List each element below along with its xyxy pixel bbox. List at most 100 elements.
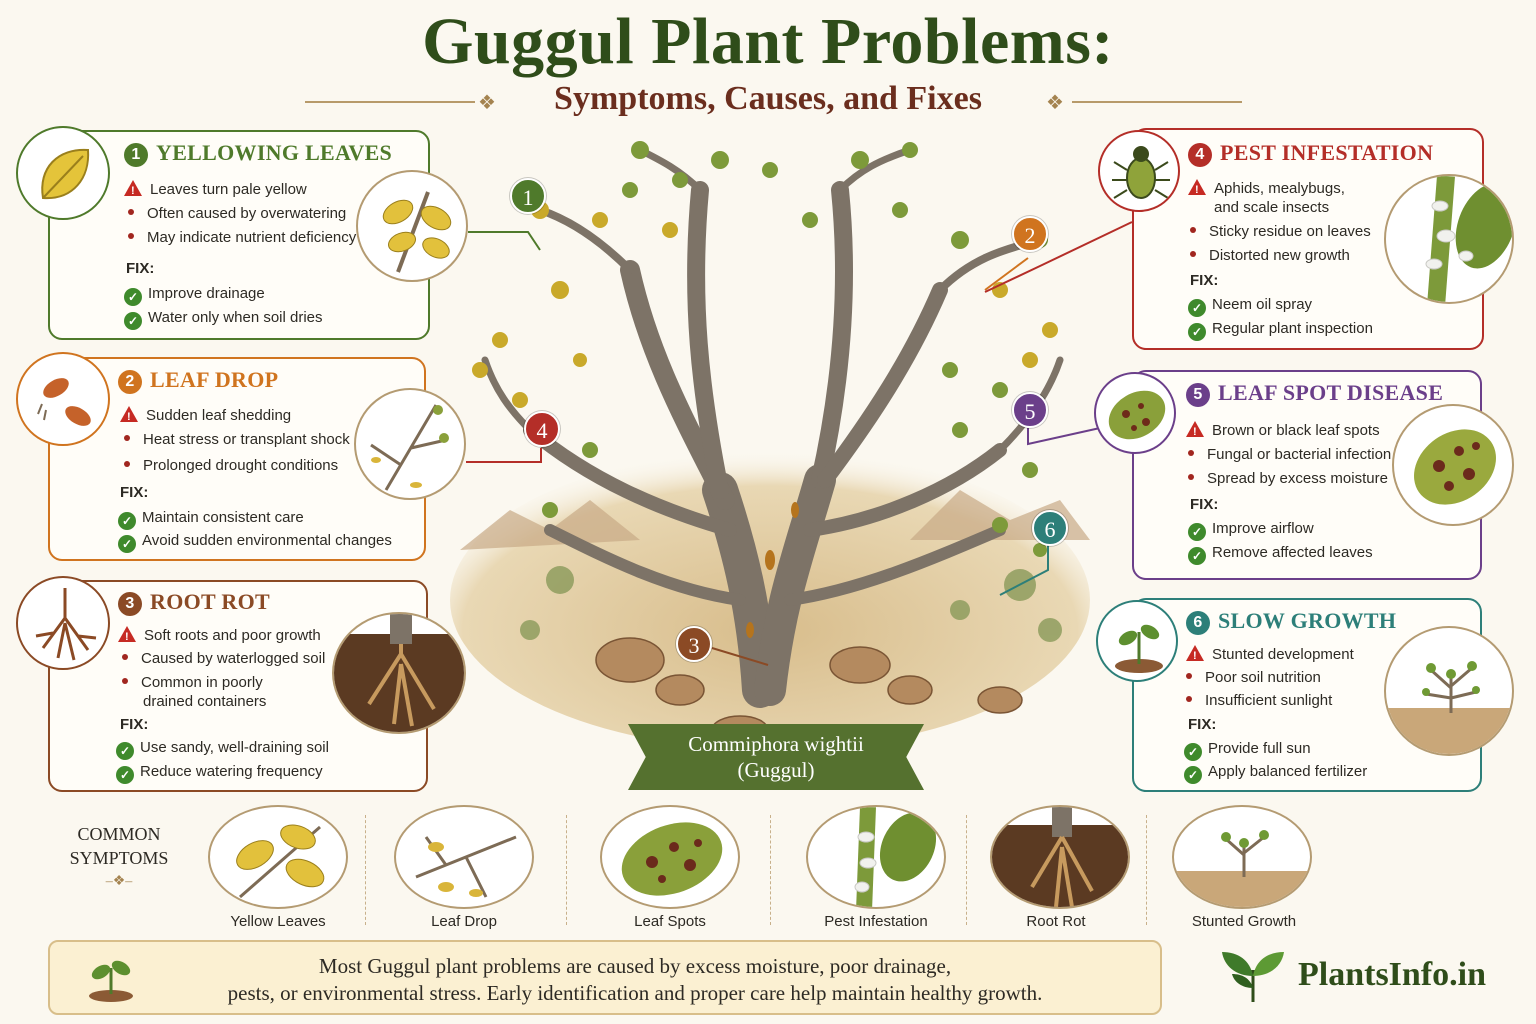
card-6-cause-2-text: Insufficient sunlight (1205, 692, 1333, 709)
divider (365, 815, 366, 925)
title-divider-left (305, 101, 475, 103)
card-4-fix-2-text: Regular plant inspection (1212, 320, 1373, 337)
card-6-symptom-text: Stunted development (1212, 646, 1354, 663)
card-3-cause-1: Caused by waterlogged soil (118, 649, 325, 668)
check-icon: ✓ (1184, 766, 1202, 784)
card-3-fix-1-text: Use sandy, well-draining soil (140, 739, 329, 756)
card-2-cause-2: Prolonged drought conditions (120, 456, 338, 475)
card-3-fix-2-text: Reduce watering frequency (140, 763, 323, 780)
yellow-leaf-icon (16, 126, 110, 220)
brand-logo-icon (1222, 952, 1284, 1002)
card-3-cause-2: Common in poorly (118, 673, 263, 692)
warning-icon (118, 626, 136, 647)
divider (566, 815, 567, 925)
card-5-number: 5 (1186, 382, 1210, 407)
plant-scientific-name: Commiphora wightii (688, 732, 864, 756)
card-3-number: 3 (118, 591, 142, 616)
symptom-label-pest-infestation: Pest Infestation (824, 913, 928, 930)
card-1-cause-1-text: Often caused by overwatering (147, 205, 347, 222)
check-icon: ✓ (1188, 299, 1206, 317)
card-4-fix-1: ✓Neem oil spray (1188, 295, 1312, 317)
symptom-pest-infestation-photo (806, 805, 946, 909)
card-3-cause-2-cont: drained containers (143, 693, 267, 710)
warning-icon (124, 180, 142, 201)
marker-1[interactable]: 1 (510, 178, 546, 214)
card-5-symptom-text: Brown or black leaf spots (1212, 422, 1380, 439)
symptom-label-root-rot: Root Rot (1026, 913, 1086, 930)
card-1-symptom: Leaves turn pale yellow (124, 180, 307, 201)
card-2-symptom: Sudden leaf shedding (120, 406, 292, 427)
falling-leaves-icon (16, 352, 110, 446)
card-5-cause-1: Fungal or bacterial infection (1184, 445, 1391, 464)
symptom-label-leaf-drop: Leaf Drop (431, 913, 497, 930)
stunted-plant-photo (1384, 626, 1514, 756)
footer-line-2: pests, or environmental stress. Early id… (227, 981, 1043, 1005)
card-2-fix-label: FIX: (120, 484, 149, 501)
warning-icon (1186, 645, 1204, 666)
marker-6[interactable]: 6 (1032, 510, 1068, 546)
symptom-root-rot-photo (990, 805, 1130, 909)
card-4-symptom-text: Aphids, mealybugs, (1214, 180, 1345, 197)
plant-name-banner: Commiphora wightii (Guggul) (628, 724, 924, 790)
card-4-fix-label: FIX: (1190, 272, 1219, 289)
common-symptoms-heading: COMMON SYMPTOMS –❖– (48, 822, 190, 894)
symptom-label-stunted-growth: Stunted Growth (1191, 913, 1297, 930)
card-4-cause-2-text: Distorted new growth (1209, 247, 1350, 264)
card-2-cause-1: Heat stress or transplant shock (120, 430, 350, 449)
marker-4[interactable]: 4 (524, 411, 560, 447)
card-5-cause-2: Spread by excess moisture (1184, 469, 1388, 488)
card-2-title-text: LEAF DROP (150, 367, 279, 392)
card-1-fix-1: ✓Improve drainage (124, 284, 265, 306)
card-leaf-drop (48, 357, 426, 561)
card-4-symptom: Aphids, mealybugs, (1188, 179, 1345, 200)
check-icon: ✓ (1188, 523, 1206, 541)
card-4-number: 4 (1188, 142, 1212, 167)
card-4-title-text: PEST INFESTATION (1220, 140, 1434, 165)
card-2-fix-1: ✓Maintain consistent care (118, 508, 304, 530)
card-5-cause-1-text: Fungal or bacterial infection (1207, 446, 1392, 463)
card-4-cause-1-text: Sticky residue on leaves (1209, 223, 1371, 240)
marker-3[interactable]: 3 (676, 626, 712, 662)
card-5-title-text: LEAF SPOT DISEASE (1218, 380, 1444, 405)
ornament-right-icon: ❖ (1046, 92, 1064, 114)
card-2-cause-1-text: Heat stress or transplant shock (143, 431, 350, 448)
card-2-symptom-text: Sudden leaf shedding (146, 407, 292, 424)
card-5-fix-2: ✓Remove affected leaves (1188, 543, 1373, 565)
footer-summary-text: Most Guggul plant problems are caused by… (140, 953, 1130, 1007)
card-6-fix-2-text: Apply balanced fertilizer (1208, 763, 1368, 780)
page-title: Guggul Plant Problems: (422, 5, 1114, 78)
roots-icon (16, 576, 110, 670)
card-2-number: 2 (118, 369, 142, 394)
beetle-icon (1098, 130, 1180, 212)
divider (1146, 815, 1147, 925)
check-icon: ✓ (124, 312, 142, 330)
card-5-fix-1-text: Improve airflow (1212, 520, 1314, 537)
footer-summary-box: Most Guggul plant problems are caused by… (48, 940, 1162, 1015)
marker-2[interactable]: 2 (1012, 216, 1048, 252)
card-5-symptom: Brown or black leaf spots (1186, 421, 1380, 442)
card-6-cause-1: Poor soil nutrition (1182, 668, 1321, 687)
footer-line-1: Most Guggul plant problems are caused by… (318, 954, 952, 978)
card-1-cause-1: Often caused by overwatering (124, 204, 346, 223)
page-subtitle: Symptoms, Causes, and Fixes (554, 80, 982, 117)
marker-5[interactable]: 5 (1012, 392, 1048, 428)
check-icon: ✓ (116, 742, 134, 760)
card-3-cause-2-text: Common in poorly (141, 674, 263, 691)
warning-icon (1188, 179, 1206, 200)
card-2-fix-1-text: Maintain consistent care (142, 509, 304, 526)
card-2-title: 2 LEAF DROP (118, 367, 278, 394)
card-6-fix-2: ✓ Apply balanced fertilizer (1184, 762, 1367, 784)
card-6-symptom: Stunted development (1186, 645, 1354, 666)
card-6-fix-label: FIX: (1188, 716, 1217, 733)
brand-name[interactable]: PlantsInfo.in (1298, 956, 1486, 993)
spotted-leaf-icon (1094, 372, 1176, 454)
check-icon: ✓ (1184, 743, 1202, 761)
card-4-title: 4 PEST INFESTATION (1188, 140, 1433, 167)
card-6-cause-1-text: Poor soil nutrition (1205, 669, 1321, 686)
symptom-leaf-drop-photo (394, 805, 534, 909)
symptom-stunted-growth-photo (1172, 805, 1312, 909)
symptom-leaf-spots-photo (600, 805, 740, 909)
